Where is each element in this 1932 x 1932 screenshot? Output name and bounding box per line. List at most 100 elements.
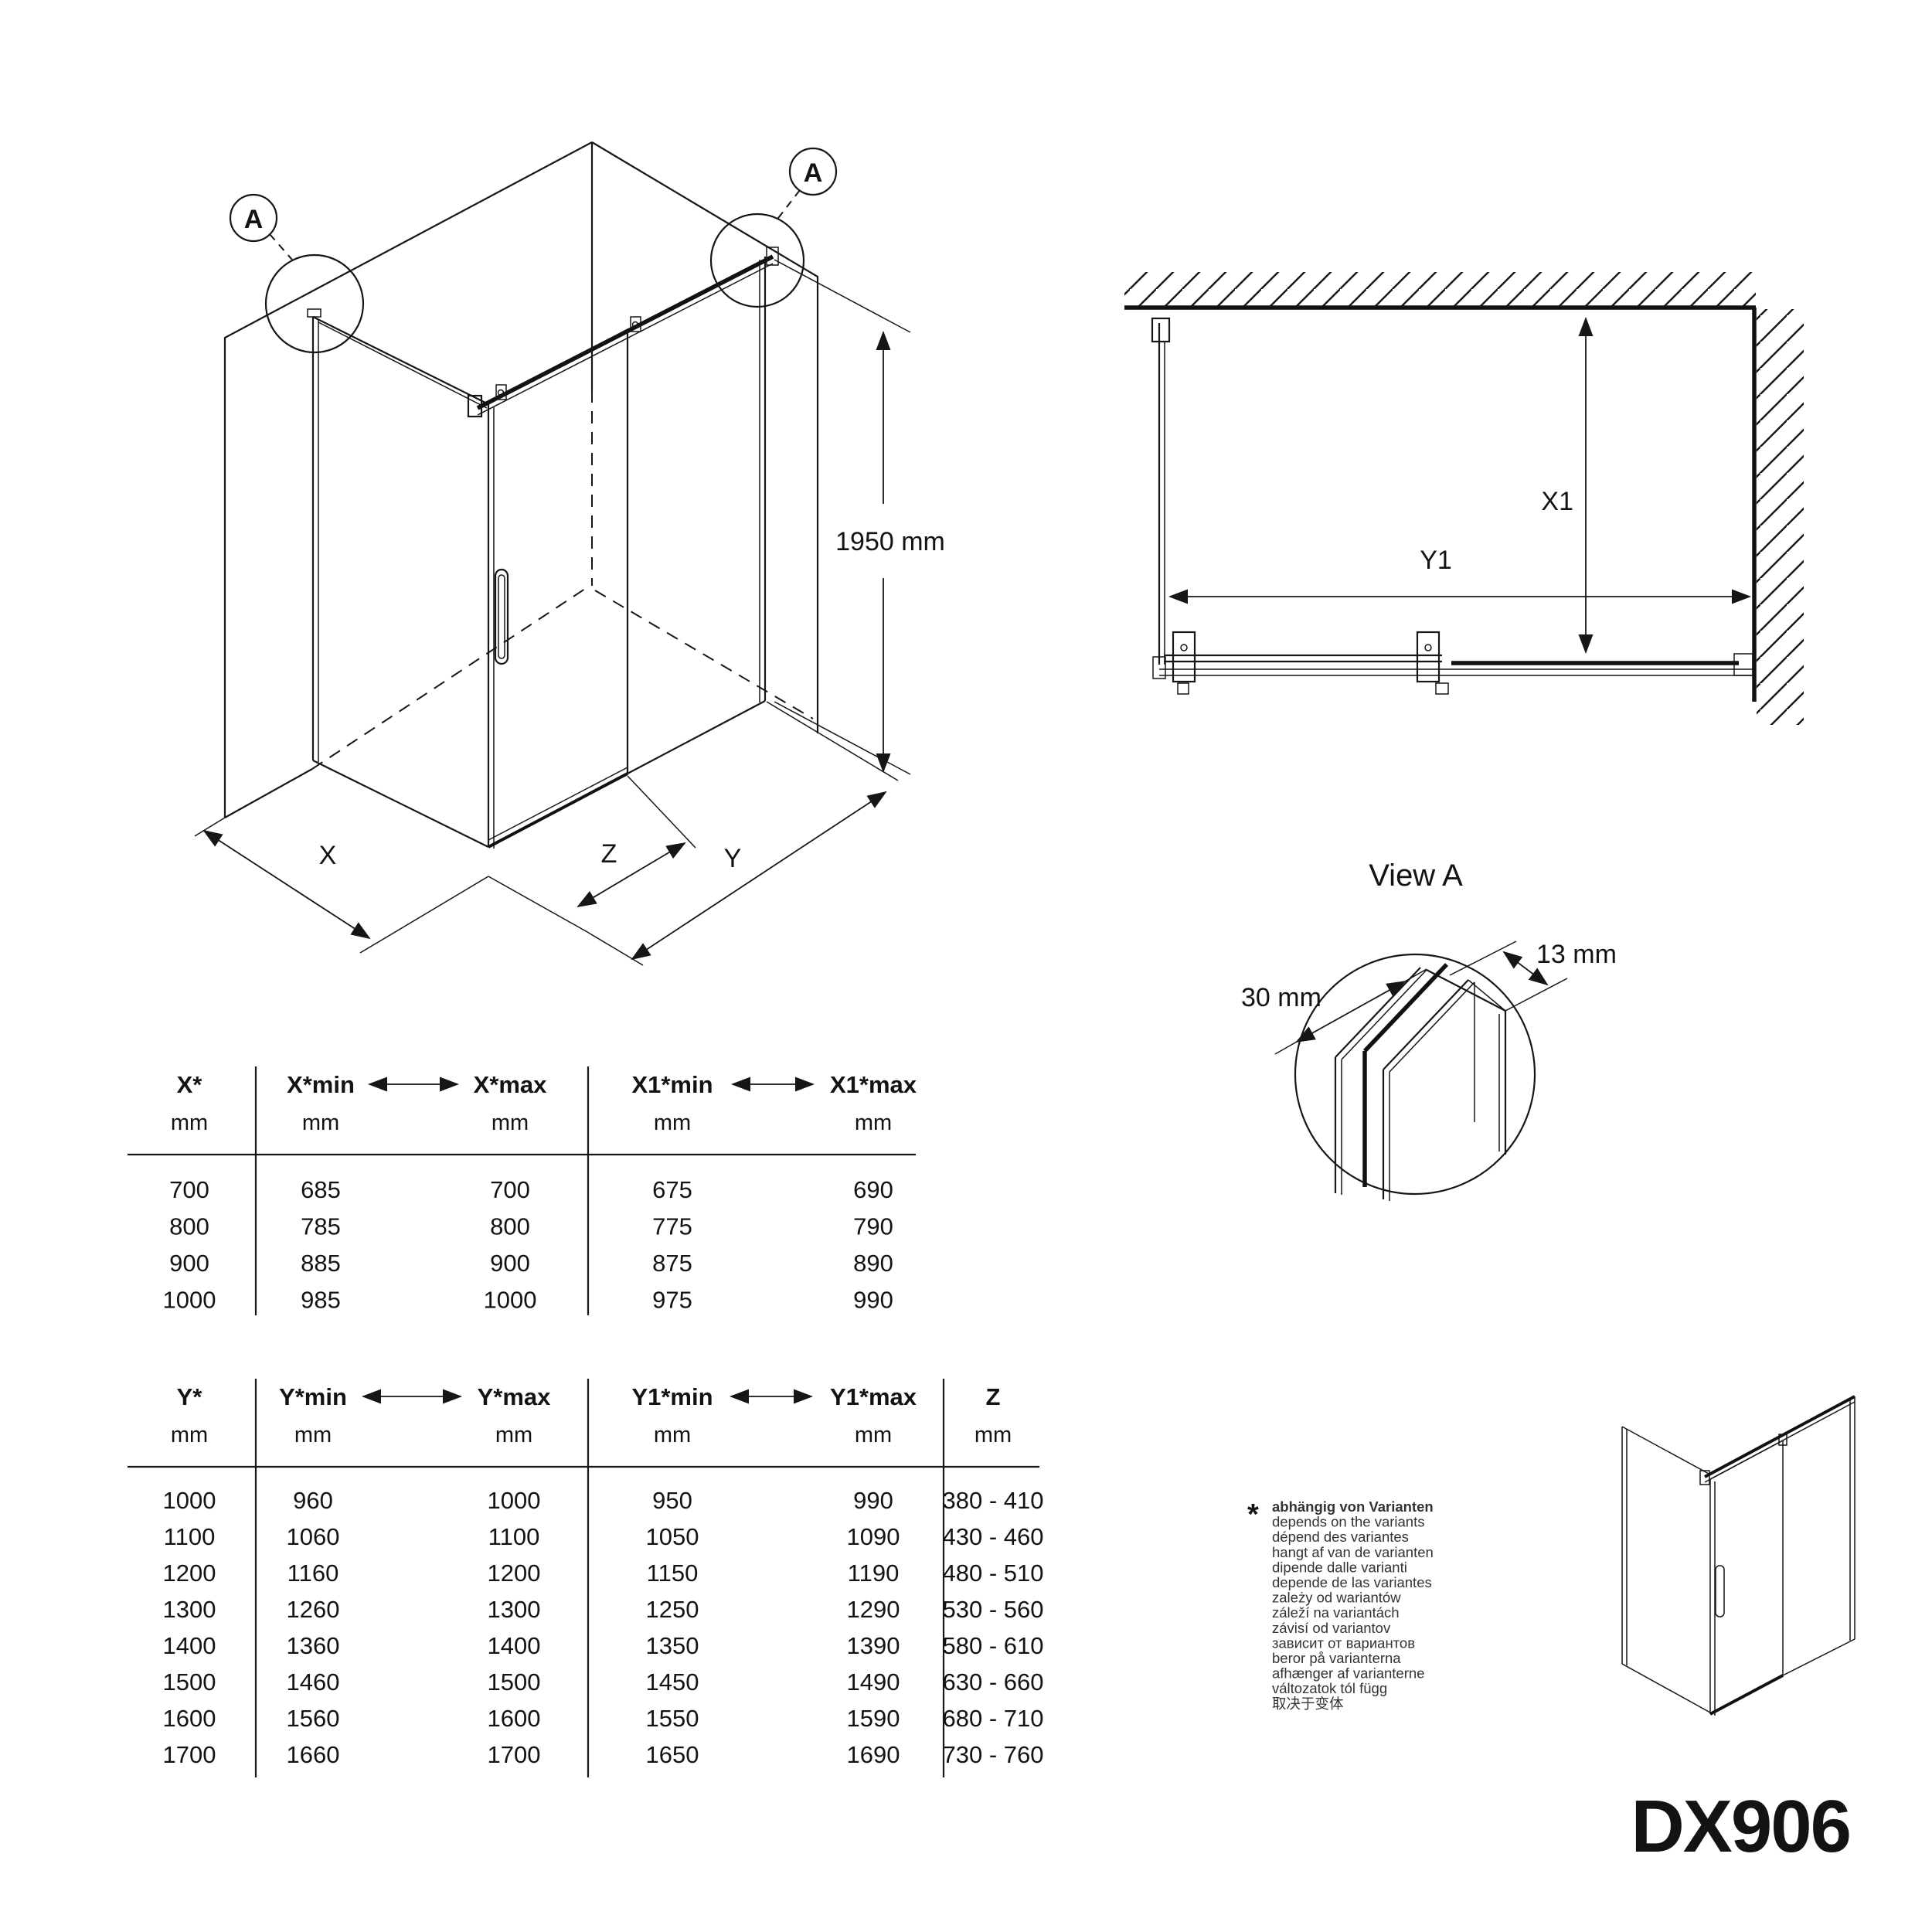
mini-door-handle bbox=[1715, 1565, 1725, 1617]
detail-leader-right bbox=[775, 189, 801, 222]
mini-top-rail bbox=[1704, 1395, 1855, 1478]
table-cell: 1690 bbox=[847, 1741, 900, 1768]
table-cell: 1000 bbox=[488, 1487, 541, 1514]
table-cell: 1150 bbox=[647, 1560, 699, 1587]
table-cell: 1700 bbox=[488, 1741, 541, 1768]
table-y: Y* Y*min Y*max Y1*min Y1*max Z mm mm mm … bbox=[128, 1379, 1044, 1777]
table-cell: 1100 bbox=[164, 1523, 216, 1550]
table-cell: 875 bbox=[652, 1250, 692, 1277]
table-cell: 1000 bbox=[163, 1487, 216, 1514]
footnote-line: dipende dalle varianti bbox=[1272, 1559, 1407, 1575]
dim-30mm-label: 30 mm bbox=[1241, 983, 1321, 1012]
ty-h-c1: Y* bbox=[177, 1383, 203, 1410]
plan-end-cap-left bbox=[1152, 656, 1166, 679]
y1-dimension-label: Y1 bbox=[1420, 546, 1452, 575]
table-cell: 1600 bbox=[163, 1705, 216, 1732]
table-cell: 1390 bbox=[847, 1632, 900, 1659]
detail-circle-left bbox=[264, 253, 365, 354]
svg-text:mm: mm bbox=[171, 1423, 208, 1447]
footnote-line: abhängig von Varianten bbox=[1272, 1498, 1434, 1515]
footnote-line: afhænger af varianterne bbox=[1272, 1665, 1424, 1682]
view-a-profile bbox=[1334, 963, 1507, 1201]
z-dimension-label: Z bbox=[601, 839, 617, 869]
table-cell: 990 bbox=[853, 1487, 893, 1514]
detail-callout-right: A bbox=[709, 147, 838, 308]
table-cell: 1590 bbox=[847, 1705, 900, 1732]
table-cell: 900 bbox=[169, 1250, 209, 1277]
door-bottom-rail bbox=[488, 772, 628, 849]
footnote-line: dépend des variantes bbox=[1272, 1529, 1409, 1545]
detail-callout-left: A bbox=[229, 193, 365, 354]
dimension-height: 1950 mm bbox=[774, 259, 945, 775]
plan-track bbox=[1152, 631, 1753, 695]
table-cell: 1360 bbox=[287, 1632, 340, 1659]
svg-text:mm: mm bbox=[975, 1423, 1012, 1447]
table-cell: 1050 bbox=[646, 1523, 699, 1550]
ty-h-min1: Y1*min bbox=[631, 1383, 713, 1410]
plan-view: X1 Y1 bbox=[1124, 272, 1804, 725]
svg-text:mm: mm bbox=[495, 1423, 532, 1447]
footnote-line: depends on the variants bbox=[1272, 1514, 1424, 1530]
table-cell: 1700 bbox=[163, 1741, 216, 1768]
table-cell: 480 - 510 bbox=[943, 1560, 1044, 1587]
tx-h-c1: X* bbox=[177, 1071, 203, 1098]
rail-left-bracket bbox=[467, 394, 483, 418]
table-x: X* X*min X*max X1*min X1*max mm mm mm mm… bbox=[128, 1066, 917, 1315]
table-cell: 885 bbox=[301, 1250, 341, 1277]
door-assembly bbox=[467, 247, 779, 849]
door-handle bbox=[494, 568, 509, 665]
view-a-detail: View A 30 mm bbox=[1241, 859, 1617, 1201]
table-cell: 950 bbox=[652, 1487, 692, 1514]
ty-h-max1: Y1*max bbox=[830, 1383, 917, 1410]
top-rail-underline bbox=[477, 263, 774, 416]
wall-hatch-right bbox=[1757, 309, 1804, 725]
sliding-door bbox=[487, 328, 629, 849]
footnote-asterisk: * bbox=[1247, 1498, 1259, 1531]
table-cell: 975 bbox=[652, 1287, 692, 1314]
svg-text:mm: mm bbox=[171, 1111, 208, 1135]
mini-roller bbox=[1778, 1434, 1787, 1446]
rail-right-cap bbox=[766, 247, 779, 266]
plan-end-cap-right bbox=[1733, 653, 1753, 676]
detail-circle-right bbox=[709, 213, 805, 308]
view-a-circle bbox=[1294, 953, 1536, 1196]
footnote-line: závisí od variantov bbox=[1272, 1620, 1391, 1636]
table-cell: 900 bbox=[490, 1250, 530, 1277]
footnote-line: beror på varianterna bbox=[1272, 1650, 1401, 1666]
table-cell: 785 bbox=[301, 1213, 341, 1240]
isometric-view: A A 1950 mm X Z bbox=[194, 141, 945, 966]
tx-h-max: X*max bbox=[474, 1071, 548, 1098]
dim-13mm-label: 13 mm bbox=[1536, 940, 1617, 969]
door-handle-inner bbox=[498, 574, 505, 659]
svg-text:mm: mm bbox=[294, 1423, 332, 1447]
table-cell: 1200 bbox=[163, 1560, 216, 1587]
dimension-z: Z bbox=[488, 775, 696, 933]
footnote-line: зависит от вариантов bbox=[1272, 1634, 1415, 1651]
tx-h-min1: X1*min bbox=[631, 1071, 713, 1098]
x-dimension-label: X bbox=[319, 841, 337, 870]
y-dimension-label: Y bbox=[724, 844, 742, 873]
table-cell: 580 - 610 bbox=[943, 1632, 1044, 1659]
plan-roller-bracket-1 bbox=[1172, 631, 1196, 683]
height-dimension-label: 1950 mm bbox=[835, 527, 945, 556]
table-cell: 1400 bbox=[488, 1632, 541, 1659]
table-cell: 1300 bbox=[488, 1596, 541, 1623]
table-cell: 1060 bbox=[287, 1523, 340, 1550]
table-cell: 1000 bbox=[163, 1287, 216, 1314]
detail-bubble-right bbox=[788, 147, 838, 196]
detail-bubble-left bbox=[229, 193, 278, 243]
table-cell: 1350 bbox=[646, 1632, 699, 1659]
table-cell: 1160 bbox=[287, 1560, 339, 1587]
table-cell: 1000 bbox=[484, 1287, 537, 1314]
detail-label-right: A bbox=[804, 158, 823, 188]
footnote-line: 取决于变体 bbox=[1272, 1696, 1344, 1712]
table-cell: 800 bbox=[169, 1213, 209, 1240]
plan-roller-bracket-2 bbox=[1416, 631, 1440, 683]
table-cell: 630 - 660 bbox=[943, 1668, 1044, 1696]
view-a-dimension-30: 30 mm bbox=[1241, 968, 1427, 1055]
table-cell: 790 bbox=[853, 1213, 893, 1240]
